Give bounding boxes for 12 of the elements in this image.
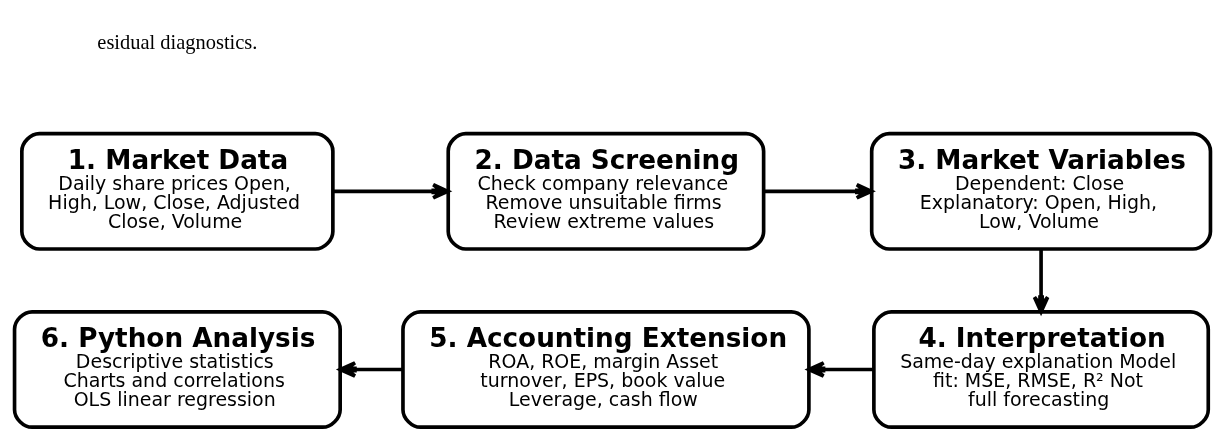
node-box: 5. Accounting Extension ROA, ROE, margin Asset turnover, EPS, book value Leverage, cash flow — [401, 309, 811, 429]
arrow — [1032, 249, 1050, 314]
node-box: 2. Data Screening Check company relevance Remove unsuitable firms Review extreme values — [446, 131, 766, 251]
arrow — [333, 182, 450, 200]
node-box: 3. Market Variables Dependent: Close Explanatory: Open, High, Low, Volume — [869, 131, 1213, 251]
node-box: 6. Python Analysis Descriptive statistics Charts and correlations OLS linear regression — [12, 309, 342, 429]
node-box: 4. Interpretation Same-day explanation Model fit: MSE, RMSE, R² Not full forecasting — [872, 309, 1211, 429]
arrow — [807, 361, 874, 378]
arrow — [338, 361, 403, 378]
node-box: 1. Market Data Daily share prices Open, High, Low, Close, Adjusted Close, Volume — [20, 131, 335, 251]
arrow — [764, 182, 874, 200]
label: esidual diagnostics. — [97, 31, 258, 54]
